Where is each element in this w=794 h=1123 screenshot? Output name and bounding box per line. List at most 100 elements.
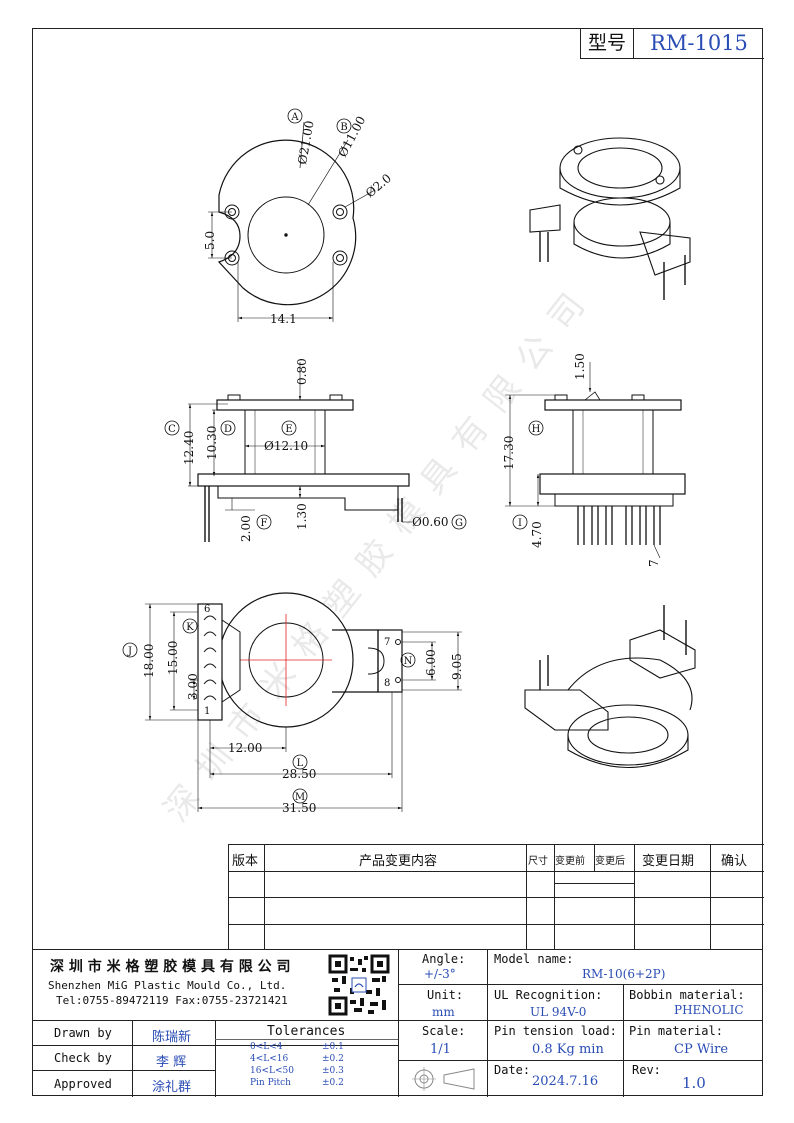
callout-i: I bbox=[512, 514, 528, 530]
tolerances-label: Tolerances bbox=[267, 1024, 346, 1039]
tol-value-1: ±0.1 bbox=[322, 1042, 344, 1052]
rev-label: Rev: bbox=[632, 1063, 661, 1077]
svg-text:D: D bbox=[224, 424, 232, 435]
tol-range-3: 16<L<50 bbox=[250, 1066, 294, 1076]
tol-value-3: ±0.3 bbox=[322, 1066, 344, 1076]
unit-label: Unit: bbox=[427, 988, 464, 1002]
dim-center: 12.00 bbox=[228, 741, 262, 755]
pin-label-7: 7 bbox=[384, 637, 390, 648]
svg-text:I: I bbox=[518, 518, 522, 529]
pin-label-1: 1 bbox=[204, 706, 210, 717]
svg-text:E: E bbox=[285, 424, 292, 435]
company-name-en: Shenzhen MiG Plastic Mould Co., Ltd. bbox=[48, 979, 287, 992]
svg-text:A: A bbox=[290, 112, 299, 123]
ul-recognition-label: UL Recognition: bbox=[494, 988, 603, 1002]
bobbin-material-value: PHENOLIC bbox=[674, 1003, 744, 1017]
dim-d: 10.30 bbox=[205, 426, 219, 460]
callout-c: C bbox=[164, 420, 180, 436]
dim-flange-top: 0.80 bbox=[295, 358, 309, 385]
top-view bbox=[208, 121, 376, 322]
bobbin-material-label: Bobbin material: bbox=[629, 988, 745, 1002]
angle-label: Angle: bbox=[422, 952, 466, 966]
unit-value: mm bbox=[432, 1005, 455, 1019]
callout-j: J bbox=[122, 642, 138, 658]
check-by-name: 李 辉 bbox=[156, 1055, 187, 1070]
svg-text:B: B bbox=[340, 122, 347, 133]
scale-value: 1/1 bbox=[430, 1042, 451, 1057]
callout-a: A bbox=[287, 108, 303, 124]
date-value: 2024.7.16 bbox=[532, 1074, 599, 1089]
svg-text:L: L bbox=[297, 758, 304, 769]
tol-range-2: 4<L<16 bbox=[250, 1054, 289, 1064]
callout-b: B bbox=[336, 118, 352, 134]
title-block: 深 圳 市 米 格 塑 胶 模 具 有 限 公 司 Shenzhen MiG P… bbox=[32, 949, 763, 1097]
isometric-view-top bbox=[529, 137, 691, 300]
dim-i: 4.70 bbox=[530, 521, 544, 548]
tol-value-2: ±0.2 bbox=[322, 1054, 344, 1064]
header-change-date: 变更日期 bbox=[642, 854, 695, 869]
dim-j: 18.00 bbox=[142, 644, 156, 678]
dim-n: 6.00 bbox=[424, 649, 438, 676]
angle-value: +/-3° bbox=[424, 967, 456, 981]
ul-recognition-value: UL 94V-0 bbox=[530, 1005, 587, 1019]
pin-tension-label: Pin tension load: bbox=[494, 1024, 617, 1038]
model-number: RM-1015 bbox=[650, 31, 748, 55]
header-size: 尺寸 bbox=[528, 856, 548, 867]
pin-label-6: 6 bbox=[204, 604, 210, 615]
dim-l: 28.50 bbox=[282, 767, 316, 781]
dim-pin-spacing: 3.00 bbox=[186, 673, 200, 700]
callout-m: M bbox=[292, 788, 308, 804]
header-confirm: 确认 bbox=[721, 854, 748, 869]
check-by-label: Check by bbox=[54, 1051, 112, 1065]
tol-range-4: Pin Pitch bbox=[250, 1078, 291, 1088]
date-label: Date: bbox=[494, 1063, 531, 1077]
dim-pitch: 7 bbox=[647, 559, 661, 567]
revision-table: 版本 产品变更内容 尺寸 变更前 变更后 变更日期 确认 bbox=[228, 844, 764, 950]
bottom-view bbox=[145, 592, 462, 812]
technical-drawing: Ø21.00 Ø11.00 Ø2.0 5.0 14.1 0.80 12.40 1… bbox=[122, 108, 696, 815]
company-name-cn: 深 圳 市 米 格 塑 胶 模 具 有 限 公 司 bbox=[50, 959, 291, 975]
company-contact: Tel:0755-89472119 Fax:0755-23721421 bbox=[56, 994, 288, 1007]
header-version: 版本 bbox=[232, 854, 259, 869]
pin-tension-value: 0.8 Kg min bbox=[532, 1042, 604, 1057]
callout-l: L bbox=[292, 754, 308, 770]
dim-f: 2.00 bbox=[239, 515, 253, 542]
svg-text:G: G bbox=[455, 518, 463, 529]
pin-material-value: CP Wire bbox=[674, 1042, 729, 1057]
dim-m: 31.50 bbox=[282, 801, 316, 815]
callout-e: E bbox=[281, 420, 297, 436]
svg-text:M: M bbox=[295, 792, 305, 803]
dim-top-gap: 1.50 bbox=[573, 353, 587, 380]
dim-b: Ø11.00 bbox=[335, 114, 368, 160]
front-view bbox=[188, 362, 412, 542]
header-change-content: 产品变更内容 bbox=[359, 854, 438, 869]
dim-e: Ø12.10 bbox=[264, 439, 308, 453]
svg-text:K: K bbox=[186, 622, 194, 633]
svg-text:F: F bbox=[261, 518, 268, 529]
svg-text:C: C bbox=[168, 424, 176, 435]
scale-label: Scale: bbox=[422, 1024, 466, 1038]
header-after: 变更后 bbox=[595, 856, 625, 867]
dim-width: 14.1 bbox=[270, 312, 297, 326]
model-header-box: 型号 RM-1015 bbox=[580, 28, 764, 59]
dim-base-h: 1.30 bbox=[295, 503, 309, 530]
dim-slot: 5.0 bbox=[203, 231, 217, 250]
callout-markers: A B C D E F G H I J K N L M bbox=[122, 108, 544, 804]
drawn-by-label: Drawn by bbox=[54, 1026, 112, 1040]
drawing-frame bbox=[32, 28, 763, 1096]
dim-c: 12.40 bbox=[182, 431, 196, 465]
dim-h: 17.30 bbox=[502, 436, 516, 470]
callout-h: H bbox=[528, 420, 544, 436]
dim-n2: 9.05 bbox=[450, 653, 464, 680]
pin-material-label: Pin material: bbox=[629, 1024, 723, 1038]
svg-text:H: H bbox=[532, 424, 541, 435]
header-before: 变更前 bbox=[555, 856, 585, 867]
qr-code bbox=[328, 954, 390, 1016]
type-label: 型号 bbox=[581, 28, 634, 58]
dim-a: Ø21.00 bbox=[295, 120, 316, 166]
callout-k: K bbox=[182, 618, 198, 634]
approved-label: Approved bbox=[54, 1077, 112, 1091]
callout-g: G bbox=[451, 514, 467, 530]
approved-name: 涂礼群 bbox=[152, 1080, 192, 1095]
callout-f: F bbox=[256, 514, 272, 530]
